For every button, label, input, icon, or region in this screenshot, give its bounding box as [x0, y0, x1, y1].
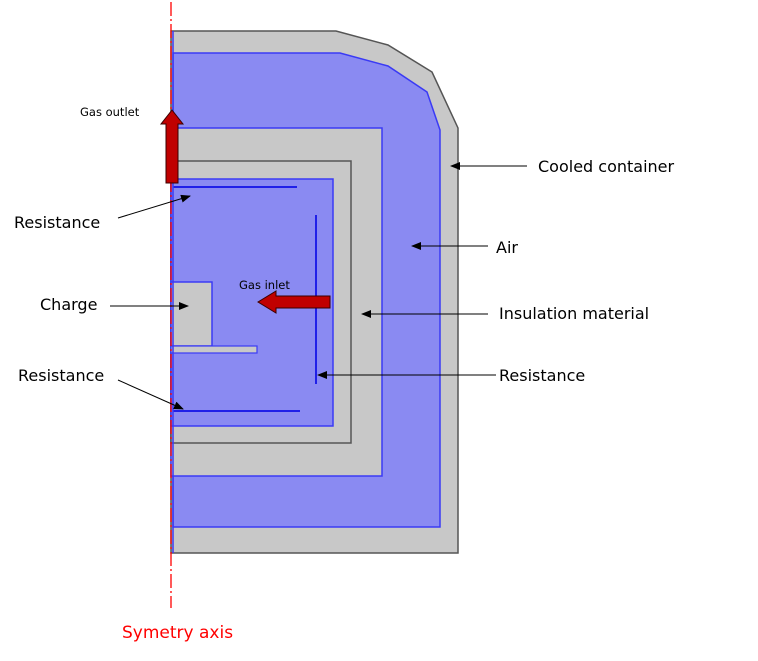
gas-outlet-arrow [159, 109, 185, 184]
label-resistance-side: Resistance [499, 366, 585, 385]
label-gas-outlet: Gas outlet [80, 105, 140, 119]
label-resistance-top: Resistance [14, 213, 100, 232]
label-cooled-container: Cooled container [538, 157, 675, 176]
label-symmetry-axis: Symetry axis [122, 623, 233, 643]
leader-resistance-bottom [117, 379, 184, 410]
label-resistance-bottom: Resistance [18, 366, 104, 385]
charge-support [170, 345, 258, 354]
label-air: Air [496, 238, 518, 257]
label-charge: Charge [40, 295, 97, 314]
charge-block [170, 281, 213, 347]
leader-resistance-top [117, 194, 191, 219]
label-gas-inlet: Gas inlet [239, 278, 290, 292]
gas-inlet-arrow [257, 290, 331, 314]
label-insulation-material: Insulation material [499, 304, 649, 323]
